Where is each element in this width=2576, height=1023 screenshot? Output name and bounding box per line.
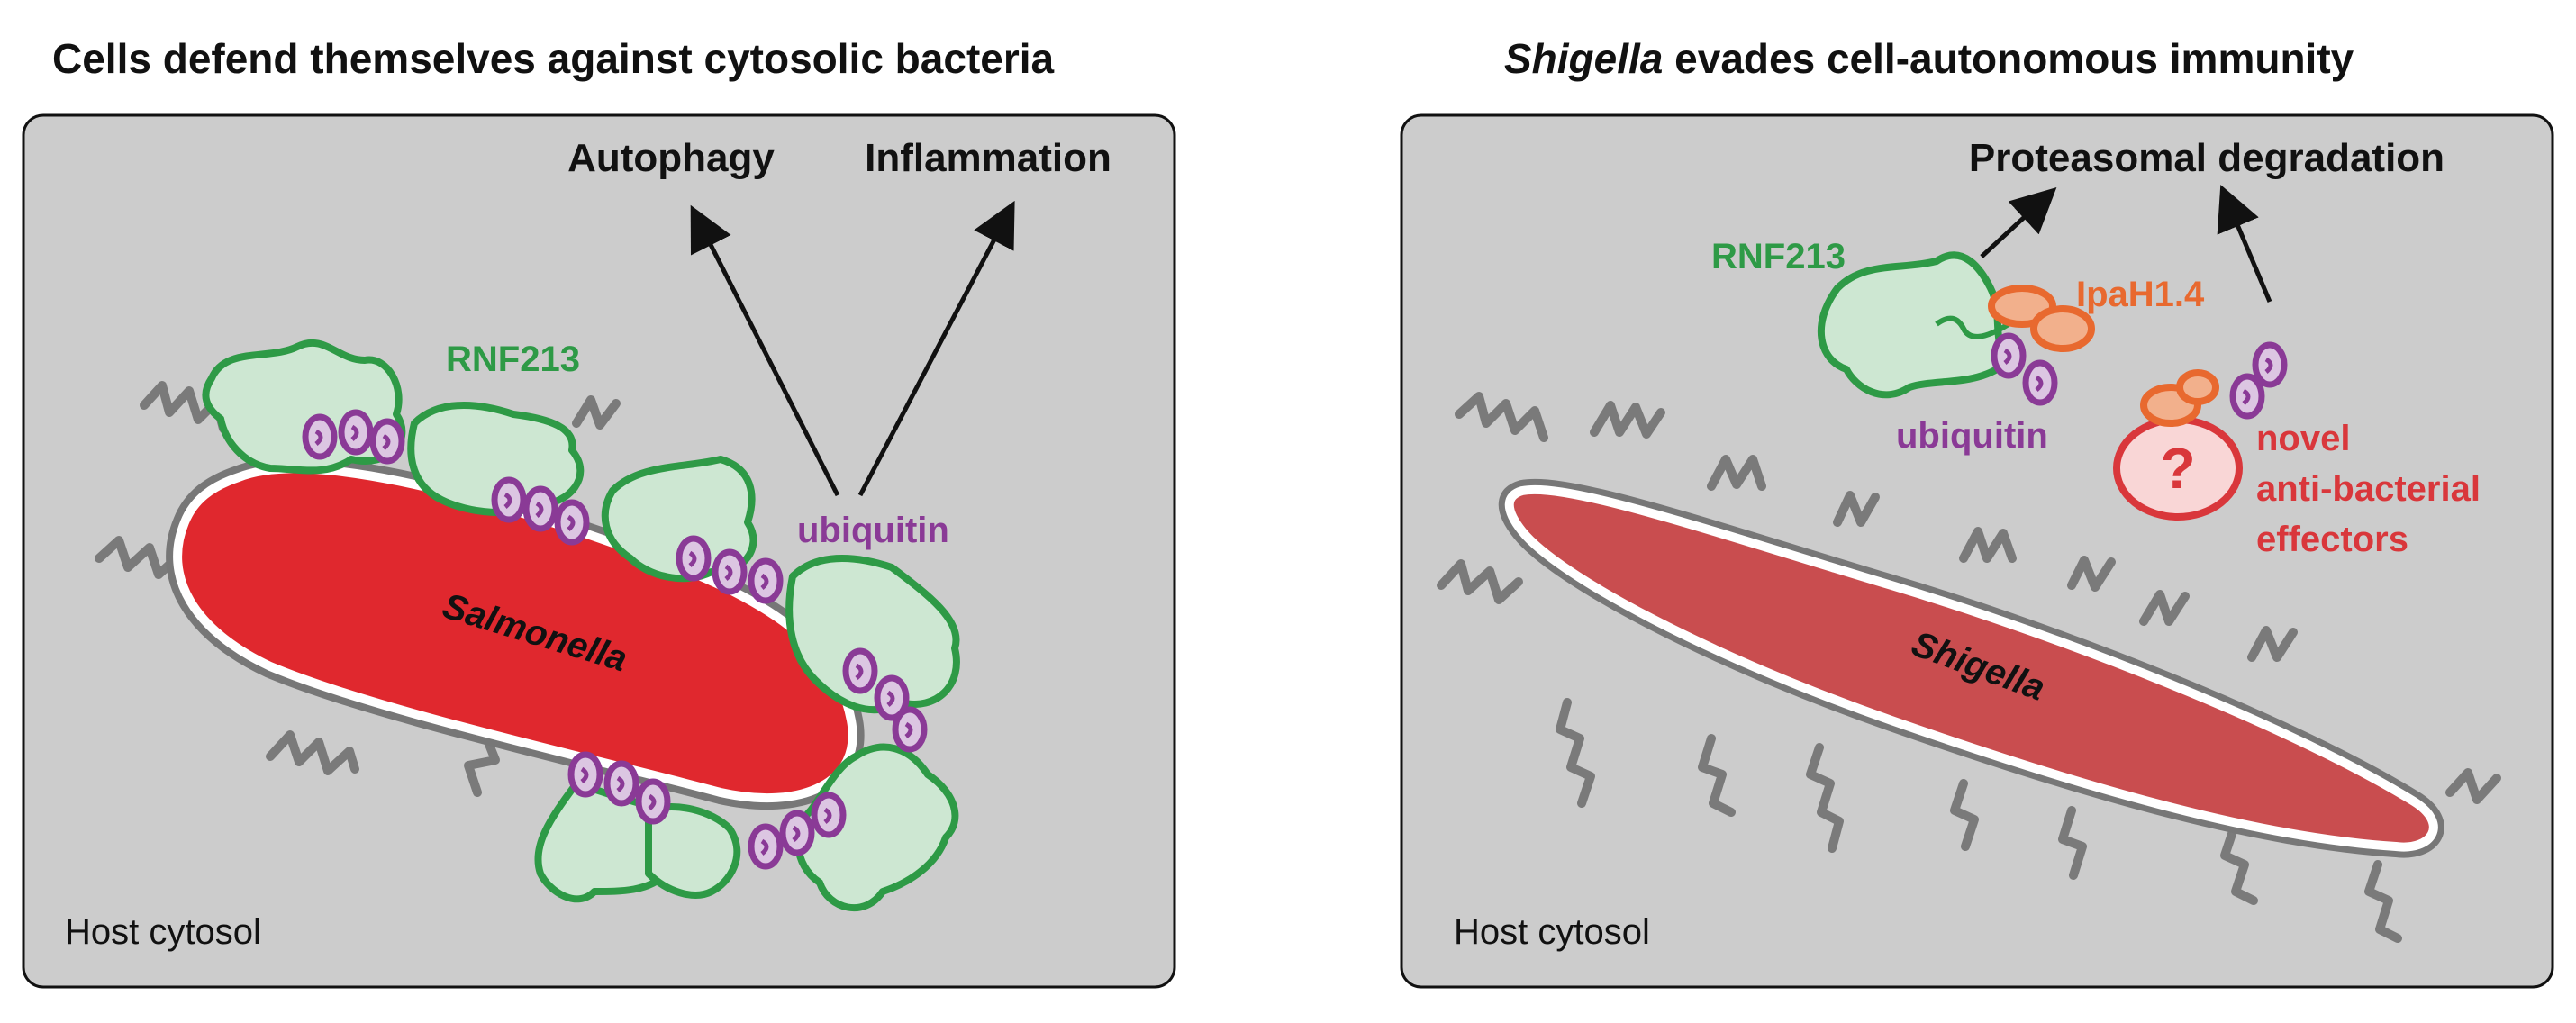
autophagy-arrow [690, 204, 840, 497]
ipah14-ligase [1988, 285, 2095, 352]
right-rnf213-protein [1817, 251, 2012, 399]
right-degradation-arrows [1980, 184, 2272, 303]
effector-question-mark: ? [2160, 436, 2195, 501]
right-panel-title: Shigella evades cell-autonomous immunity [1504, 34, 2354, 83]
right-panel-title-rest: evades cell-autonomous immunity [1663, 35, 2354, 82]
left-pathway-arrows [690, 200, 1015, 497]
left-panel-title: Cells defend themselves against cytosoli… [52, 35, 1055, 82]
left-host-cytosol-label: Host cytosol [65, 912, 261, 952]
rnf213-linker [1935, 315, 2010, 339]
autophagy-label: Autophagy [567, 136, 775, 180]
left-panel: Salmonella Autophagy Inflammation [22, 113, 1176, 989]
right-ubiquitin-label: ubiquitin [1896, 416, 2048, 456]
effector-label-line-2: anti-bacterial [2256, 469, 2481, 509]
degradation-arrow-2 [2217, 184, 2272, 303]
inflammation-label: Inflammation [865, 136, 1111, 180]
novel-effector: ? [2113, 369, 2243, 521]
right-lps-squiggles [1437, 392, 2501, 943]
inflammation-arrow [857, 200, 1015, 497]
right-panel: Shigella ? Pr [1400, 113, 2554, 989]
right-panel-title-italic: Shigella [1504, 35, 1664, 82]
ipah14-label: IpaH1.4 [2076, 275, 2205, 314]
right-rnf213-label: RNF213 [1711, 237, 1846, 276]
effector-label-line-1: novel [2256, 419, 2350, 458]
left-rnf213-label: RNF213 [446, 339, 580, 379]
left-ubiquitin-label: ubiquitin [797, 511, 949, 550]
shigella-bacterium: Shigella [1498, 478, 2444, 858]
degradation-arrow-1 [1980, 187, 2057, 258]
proteasomal-degradation-label: Proteasomal degradation [1969, 136, 2444, 180]
effector-label-line-3: effectors [2256, 520, 2408, 559]
salmonella-bacterium: Salmonella [166, 457, 865, 810]
right-host-cytosol-label: Host cytosol [1454, 912, 1650, 952]
